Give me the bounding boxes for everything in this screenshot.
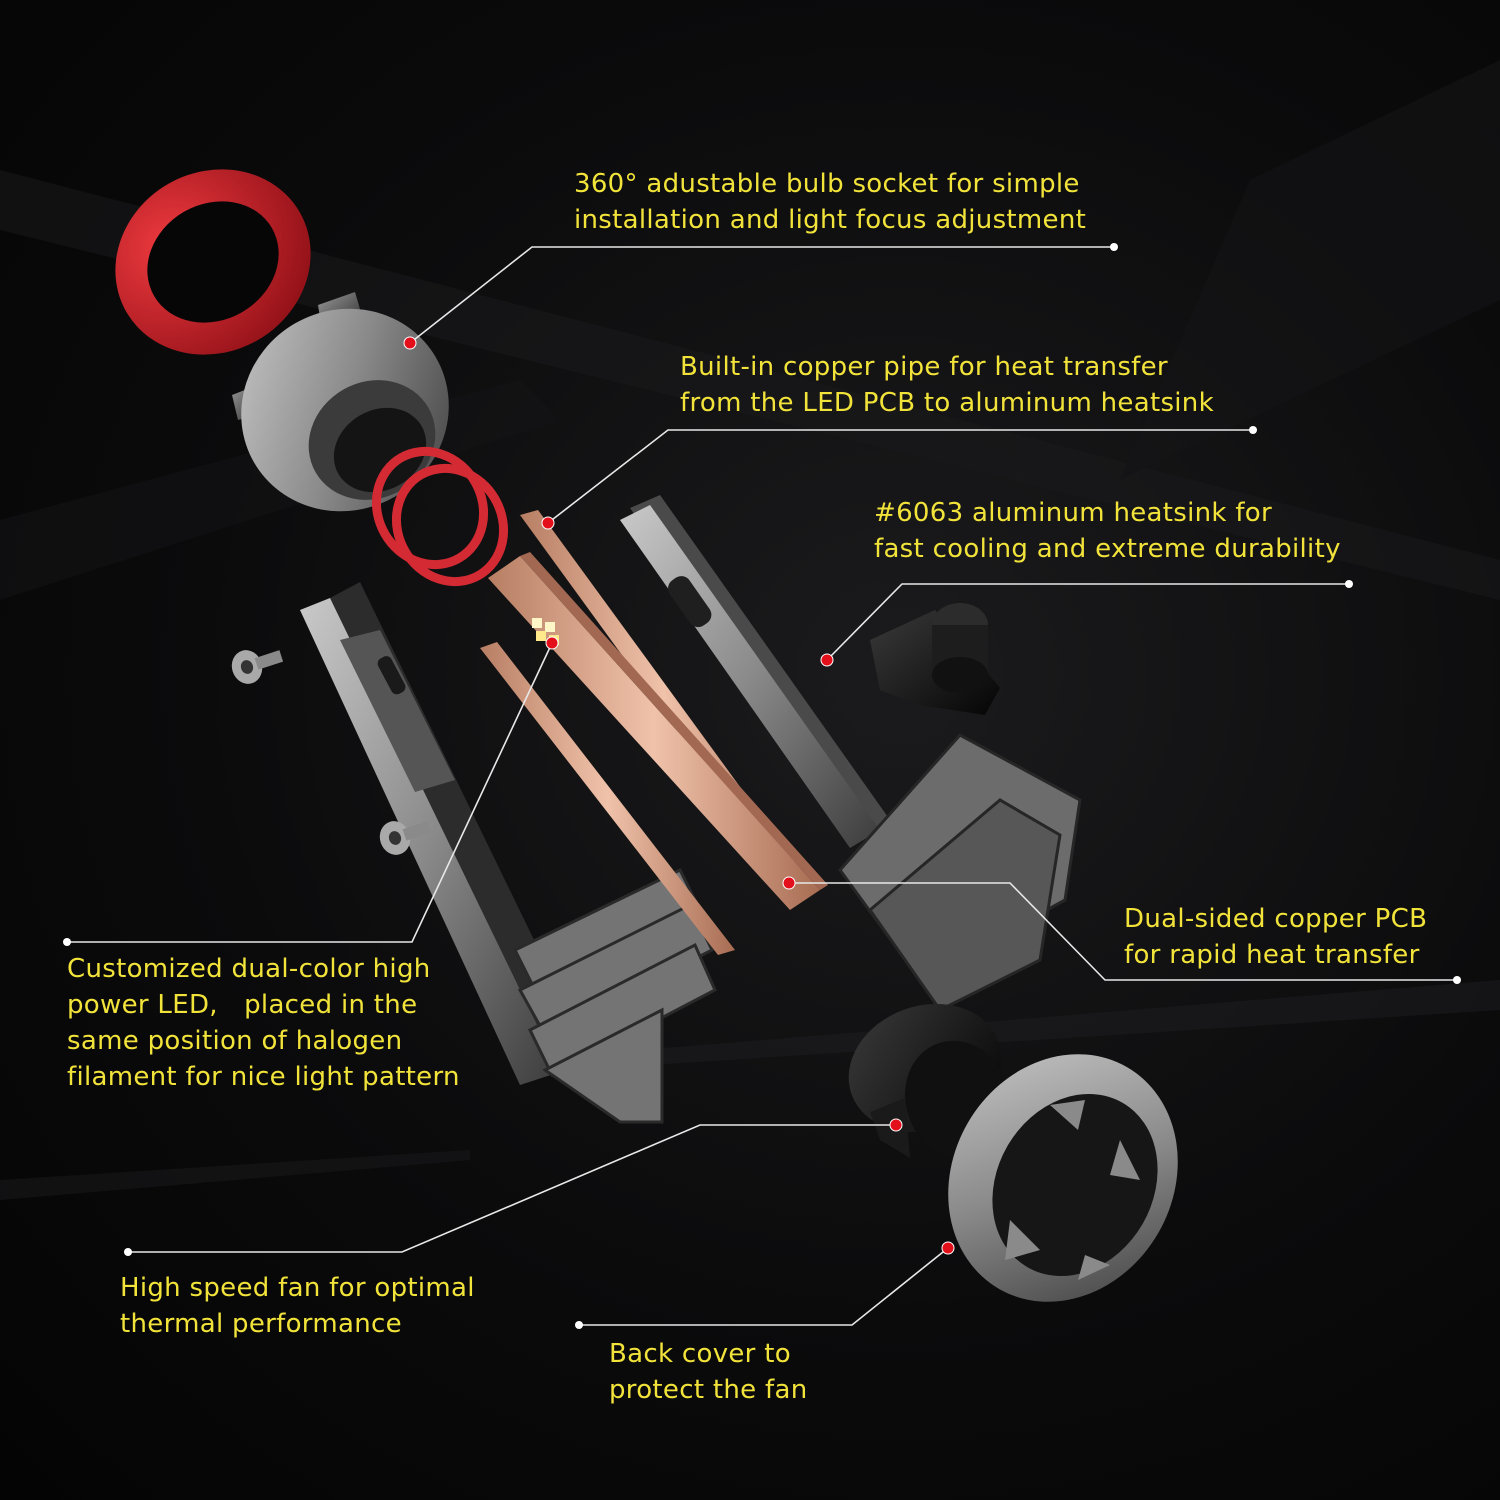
end-dot-copper-pipe <box>1249 426 1257 434</box>
marker-dot-socket <box>403 336 417 350</box>
right-heatsink-half <box>620 495 1082 1012</box>
callout-heatsink-line-2: fast cooling and extreme durability <box>874 534 1341 564</box>
marker-dot-heatsink <box>820 653 834 667</box>
callout-back-cover-line-1: Back cover to <box>609 1339 791 1369</box>
callout-fan-line-1: High speed fan for optimal <box>120 1273 475 1303</box>
leader-line-pcb <box>789 882 1457 981</box>
marker-dot-pcb <box>782 876 796 890</box>
callout-pcb: Dual-sided copper PCB for rapid heat tra… <box>1124 901 1427 973</box>
left-heatsink-half <box>300 582 717 1124</box>
part-marker-dots <box>403 336 955 1255</box>
leader-line-fan <box>128 1124 896 1253</box>
callout-heatsink-line-1: #6063 aluminum heatsink for <box>874 498 1272 528</box>
marker-dot-fan <box>889 1118 903 1132</box>
callout-leader-lines <box>67 246 1457 1326</box>
leader-line-led <box>67 642 553 943</box>
end-dot-fan <box>124 1248 132 1256</box>
callout-socket: 360° adustable bulb socket for simple in… <box>574 166 1086 238</box>
callout-back-cover-line-2: protect the fan <box>609 1375 808 1405</box>
callout-back-cover: Back cover to protect the fan <box>609 1336 807 1408</box>
leader-line-copper-pipe <box>547 429 1253 524</box>
marker-dot-copper-pipe <box>541 516 555 530</box>
callout-fan-line-2: thermal performance <box>120 1309 402 1339</box>
callout-socket-line-2: installation and light focus adjustment <box>574 205 1087 235</box>
callout-led: Customized dual-color high power LED, pl… <box>67 951 460 1095</box>
end-dot-pcb <box>1453 976 1461 984</box>
callout-copper-pipe-line-2: from the LED PCB to aluminum heatsink <box>680 388 1214 418</box>
end-dot-heatsink <box>1345 580 1353 588</box>
callout-end-dots <box>63 243 1461 1329</box>
callout-fan: High speed fan for optimal thermal perfo… <box>120 1270 475 1342</box>
leader-line-back-cover <box>579 1247 949 1326</box>
callout-copper-pipe: Built-in copper pipe for heat transfer f… <box>680 349 1214 421</box>
callout-led-line-4: filament for nice light pattern <box>67 1062 460 1092</box>
marker-dot-led <box>545 636 559 650</box>
callout-heatsink: #6063 aluminum heatsink for fast cooling… <box>874 495 1341 567</box>
leader-line-heatsink <box>826 583 1349 661</box>
end-dot-back-cover <box>575 1321 583 1329</box>
callout-pcb-line-1: Dual-sided copper PCB <box>1124 904 1428 934</box>
o-rings <box>371 446 509 587</box>
callout-led-line-3: same position of halogen <box>67 1026 403 1056</box>
end-dot-led <box>63 938 71 946</box>
callout-copper-pipe-line-1: Built-in copper pipe for heat transfer <box>680 352 1168 382</box>
callout-pcb-line-2: for rapid heat transfer <box>1124 940 1420 970</box>
callout-socket-line-1: 360° adustable bulb socket for simple <box>574 169 1080 199</box>
end-dot-socket <box>1110 243 1118 251</box>
back-cover-ring <box>948 1054 1178 1302</box>
rubber-plug <box>870 603 1000 715</box>
callout-led-line-2: power LED, placed in the <box>67 990 418 1020</box>
screws <box>231 650 432 855</box>
red-gasket-ring <box>115 169 311 355</box>
leader-line-socket <box>409 246 1114 344</box>
callout-led-line-1: Customized dual-color high <box>67 954 431 984</box>
marker-dot-back-cover <box>941 1241 955 1255</box>
